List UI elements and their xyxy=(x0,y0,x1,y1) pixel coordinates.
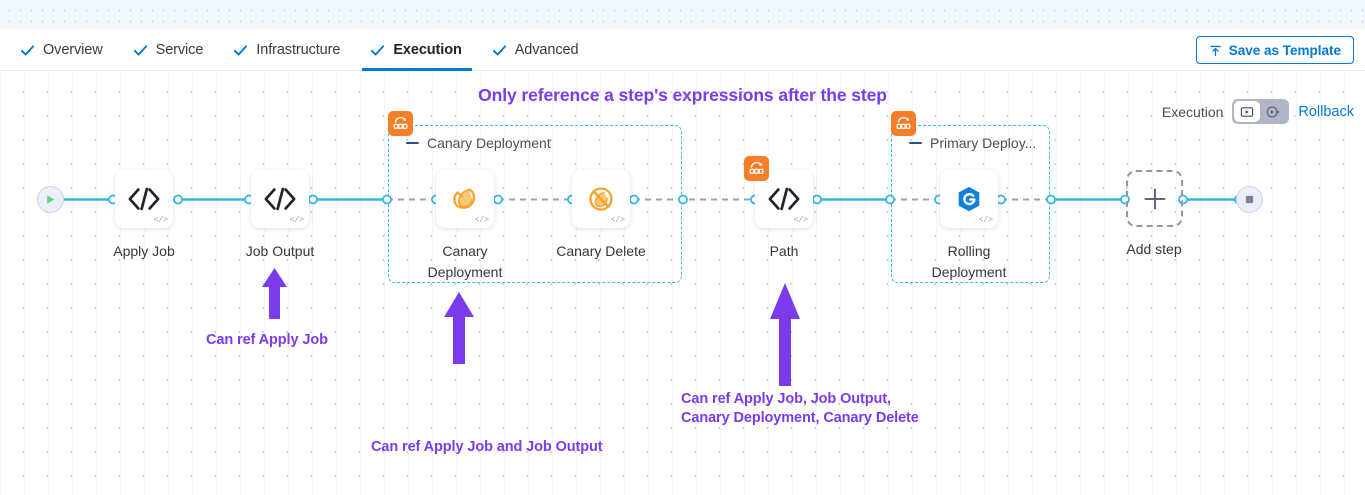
node-type-mini-icon: </> xyxy=(793,216,808,225)
tab-label: Execution xyxy=(393,42,462,58)
group-title-primary-deployment: Primary Deploy... xyxy=(909,135,1036,151)
annotation-arrow-path xyxy=(770,283,800,386)
node-type-mini-icon: </> xyxy=(978,216,993,225)
check-icon xyxy=(20,44,35,55)
rollback-link[interactable]: Rollback xyxy=(1298,103,1354,120)
group-title-canary-deployment: Canary Deployment xyxy=(406,135,551,151)
node-job-output[interactable]: </> xyxy=(251,170,309,228)
step-group-icon[interactable] xyxy=(891,111,916,136)
rolling-deploy-icon xyxy=(958,186,980,212)
canary-bird-icon xyxy=(453,188,476,209)
tab-service[interactable]: Service xyxy=(125,29,226,71)
tab-advanced[interactable]: Advanced xyxy=(484,29,601,71)
node-rolling-deployment[interactable]: </> xyxy=(940,170,998,228)
node-label-job-output: Job Output xyxy=(245,243,315,259)
node-type-mini-icon: </> xyxy=(610,216,625,225)
tab-bar: Overview Service Infrastructure Executio… xyxy=(0,29,1365,71)
collapse-group-icon[interactable] xyxy=(909,141,922,145)
add-step-label: Add step xyxy=(1126,241,1182,257)
group-primary-deployment[interactable]: Primary Deploy... xyxy=(891,111,1050,283)
check-icon xyxy=(371,44,385,55)
rollback-view-toggle-option[interactable] xyxy=(1260,101,1286,122)
tab-execution[interactable]: Execution xyxy=(362,29,483,71)
execution-view-icon xyxy=(1241,106,1254,117)
step-group-icon[interactable] xyxy=(744,156,769,181)
node-label-rolling-deployment: Rolling Deployment xyxy=(931,243,1007,280)
check-icon xyxy=(133,44,147,55)
canvas-top-dot-strip xyxy=(0,0,1365,29)
plus-icon xyxy=(1143,187,1166,210)
step-group-icon[interactable] xyxy=(388,111,413,136)
node-path[interactable]: </> xyxy=(744,156,813,228)
node-label-path: Path xyxy=(769,243,799,259)
stop-icon xyxy=(1245,195,1254,204)
annotation-path: Can ref Apply Job, Job Output, Canary De… xyxy=(681,391,919,426)
canary-delete-icon xyxy=(589,187,613,211)
tab-label: Infrastructure xyxy=(256,42,341,58)
check-icon xyxy=(492,44,506,55)
play-icon xyxy=(47,195,55,204)
node-apply-job[interactable]: </> xyxy=(115,170,173,228)
tab-overview[interactable]: Overview xyxy=(12,29,125,71)
node-label-apply-job: Apply Job xyxy=(113,243,175,259)
tab-infrastructure[interactable]: Infrastructure xyxy=(225,29,362,71)
node-type-mini-icon: </> xyxy=(289,216,304,225)
add-step-button[interactable] xyxy=(1126,170,1183,227)
group-title-label: Primary Deploy... xyxy=(930,135,1037,151)
node-label-canary-delete: Canary Delete xyxy=(556,243,646,259)
shell-script-icon xyxy=(264,187,296,211)
pipeline-canvas[interactable]: Only reference a step's expressions afte… xyxy=(0,71,1365,495)
upload-icon xyxy=(1210,45,1221,56)
annotation-arrow-apply-job xyxy=(262,268,287,319)
tab-label: Service xyxy=(155,42,204,58)
shell-script-icon xyxy=(128,187,160,211)
annotation-apply-job: Can ref Apply Job xyxy=(206,332,328,348)
end-node[interactable] xyxy=(1236,186,1263,213)
execution-mode-label: Execution xyxy=(1161,103,1224,120)
annotation-arrow-canary-deployment xyxy=(444,292,474,364)
group-title-label: Canary Deployment xyxy=(427,135,551,151)
node-canary-delete[interactable]: </> xyxy=(572,170,630,228)
save-as-template-label: Save as Template xyxy=(1228,42,1341,58)
tab-label: Advanced xyxy=(514,42,579,58)
node-label-canary-deployment: Canary Deployment xyxy=(427,243,503,280)
tab-list: Overview Service Infrastructure Executio… xyxy=(12,29,600,71)
collapse-group-icon[interactable] xyxy=(406,141,419,145)
annotation-canary-deployment: Can ref Apply Job and Job Output xyxy=(371,439,603,455)
start-node[interactable] xyxy=(37,186,64,213)
annotation-arrows xyxy=(262,268,800,386)
node-type-mini-icon: </> xyxy=(153,216,168,225)
check-icon xyxy=(234,44,248,55)
execution-mode-control: Execution Rollback xyxy=(1162,99,1354,124)
shell-script-icon xyxy=(768,187,800,211)
node-canary-deployment[interactable]: </> xyxy=(436,170,494,228)
tab-label: Overview xyxy=(43,42,103,58)
execution-rollback-toggle[interactable] xyxy=(1232,99,1290,124)
rollback-view-icon xyxy=(1267,106,1281,117)
save-as-template-button[interactable]: Save as Template xyxy=(1195,36,1354,64)
canvas-headline: Only reference a step's expressions afte… xyxy=(478,85,887,105)
node-type-mini-icon: </> xyxy=(474,216,489,225)
pipeline-connections xyxy=(64,194,1244,205)
execution-view-toggle-option[interactable] xyxy=(1234,101,1261,122)
